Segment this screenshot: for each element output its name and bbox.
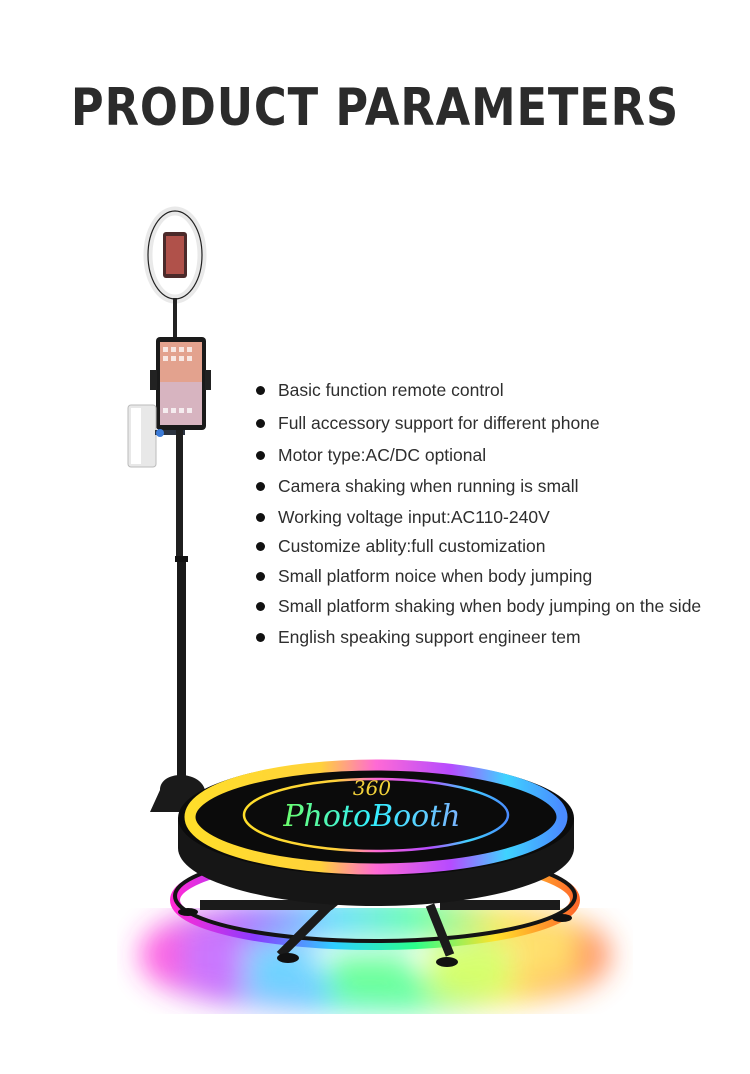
bullet-icon	[256, 602, 265, 611]
bullet-icon	[256, 451, 265, 460]
photo-booth-product-image: 360 PhotoBooth	[127, 206, 610, 1013]
bullet-icon	[256, 572, 265, 581]
bullet-icon	[256, 513, 265, 522]
rotating-platform: 360 PhotoBooth	[178, 759, 574, 906]
spec-item: Small platform noice when body jumping	[256, 566, 701, 586]
bullet-icon	[256, 386, 265, 395]
bullet-icon	[256, 633, 265, 642]
telescopic-pole	[150, 430, 205, 812]
platform-logo-number: 360	[353, 776, 391, 800]
spec-list: Basic function remote control Full acces…	[256, 380, 701, 647]
spec-item: Full accessory support for different pho…	[256, 413, 701, 433]
side-light	[127, 404, 185, 468]
spec-item: Motor type:AC/DC optional	[256, 445, 701, 465]
bullet-icon	[256, 542, 265, 551]
bullet-icon	[256, 482, 265, 491]
ring-light	[143, 206, 207, 340]
spec-item: Basic function remote control	[256, 380, 701, 400]
spec-item: Small platform shaking when body jumping…	[256, 596, 701, 616]
tablet	[150, 337, 211, 430]
spec-item: English speaking support engineer tem	[256, 627, 701, 647]
led-glow	[140, 897, 610, 1013]
bullet-icon	[256, 419, 265, 428]
spec-item: Customize ablity:full customization	[256, 536, 701, 556]
page-title: PRODUCT PARAMETERS	[70, 78, 680, 138]
spec-item: Camera shaking when running is small	[256, 476, 701, 496]
platform-logo-text: PhotoBooth	[282, 799, 460, 834]
spec-item: Working voltage input:AC110-240V	[256, 507, 701, 527]
